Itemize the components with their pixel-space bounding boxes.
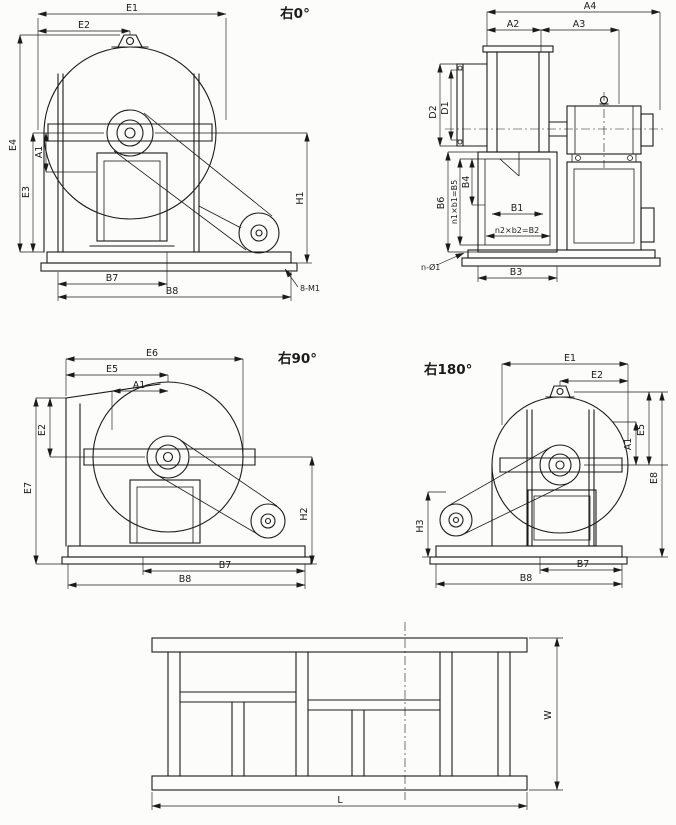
right90-hub xyxy=(146,435,190,479)
dim-side-b1: B1 xyxy=(511,203,524,214)
dim-right90-e6: E6 xyxy=(146,348,158,359)
dim-right180-e5: E5 xyxy=(636,424,647,436)
right90-scroll xyxy=(65,381,244,547)
dim-right180-h3: H3 xyxy=(415,519,426,532)
dim-right90-e5: E5 xyxy=(106,364,118,375)
right90-view-title: 右90° xyxy=(278,350,317,367)
dim-base-w: W xyxy=(543,710,554,720)
right0-view-title: 右0° xyxy=(280,5,310,22)
right0-hub xyxy=(106,109,154,157)
dim-side-a2: A2 xyxy=(507,19,520,30)
dim-right180-e8: E8 xyxy=(649,472,660,484)
dim-right180-b7: B7 xyxy=(577,559,590,570)
dim-side-a4: A4 xyxy=(584,1,597,12)
right90-motor xyxy=(129,479,201,544)
dim-right0-m1: 8-M1 xyxy=(300,284,320,293)
dim-right0-e3: E3 xyxy=(21,186,32,198)
dim-side-n1: n-Ø1 xyxy=(421,262,440,272)
dim-right90-b8: B8 xyxy=(179,574,192,585)
view-side: A4 A2 A3 D2 D1 B6 n1×b1=B5 B4 B1 n2×b2=B… xyxy=(421,1,664,282)
view-right0: 右0° E1 E2 E4 E3 A1 H1 B7 B8 8-M1 xyxy=(8,3,320,301)
right0-base-plate xyxy=(40,251,298,272)
dim-right0-b8: B8 xyxy=(166,286,179,297)
right90-base-plate xyxy=(61,545,312,565)
side-motor xyxy=(566,95,654,163)
view-right90: 右90° E6 E5 A1 E2 E7 H2 B7 B8 xyxy=(23,348,317,589)
right0-motor xyxy=(89,152,175,247)
view-right180: 右180° E1 E2 A1 E5 E8 H3 B7 B8 xyxy=(415,353,668,588)
right180-frame xyxy=(499,409,623,547)
dim-right0-h1: H1 xyxy=(295,191,306,204)
right180-belt-drive xyxy=(439,446,570,537)
dim-right0-e4: E4 xyxy=(8,139,19,151)
base-dimensions: W L xyxy=(151,637,563,810)
side-housing xyxy=(482,45,554,153)
dim-right0-a1: A1 xyxy=(34,146,45,159)
dim-right90-b7: B7 xyxy=(219,560,232,571)
right180-base-plate xyxy=(429,545,628,565)
dim-side-b5: n1×b1=B5 xyxy=(450,180,459,224)
right180-scroll xyxy=(491,385,629,547)
dim-side-a3: A3 xyxy=(573,19,586,30)
dim-right0-e2: E2 xyxy=(78,20,90,31)
dim-right90-e2: E2 xyxy=(37,424,48,436)
right90-dimensions: 右90° E6 E5 A1 E2 E7 H2 B7 B8 xyxy=(23,348,317,589)
right0-frame xyxy=(47,73,242,253)
side-base-plate xyxy=(461,249,661,267)
right180-view-title: 右180° xyxy=(424,361,472,378)
side-dimensions: A4 A2 A3 D2 D1 B6 n1×b1=B5 B4 B1 n2×b2=B… xyxy=(421,1,661,282)
right0-belt-drive xyxy=(113,112,280,254)
dim-right0-b7: B7 xyxy=(106,273,119,284)
dim-right90-e7: E7 xyxy=(23,482,34,494)
dim-right90-h2: H2 xyxy=(299,507,310,520)
dim-right90-a1: A1 xyxy=(133,380,146,391)
dim-base-l: L xyxy=(337,795,343,806)
dim-side-d1: D1 xyxy=(440,101,451,114)
side-inlet-box xyxy=(477,151,558,253)
dim-right180-a1: A1 xyxy=(623,438,634,451)
dim-right180-e2: E2 xyxy=(591,370,603,381)
dim-side-d2: D2 xyxy=(428,105,439,118)
view-base-frame: W L xyxy=(151,622,563,810)
right90-belt-drive xyxy=(156,438,286,539)
side-inlet xyxy=(456,63,488,147)
dim-right180-e1: E1 xyxy=(564,353,576,364)
dim-side-b6: B6 xyxy=(436,197,447,210)
dim-side-b4: B4 xyxy=(461,176,472,189)
dim-right0-e1: E1 xyxy=(126,3,138,14)
side-motor-support xyxy=(566,161,655,251)
base-frame-structure xyxy=(151,637,528,791)
right0-dimensions: 右0° E1 E2 E4 E3 A1 H1 B7 B8 8-M1 xyxy=(8,3,320,301)
right180-hub xyxy=(539,444,581,486)
side-shaft xyxy=(548,121,568,137)
right0-scroll xyxy=(43,34,217,253)
dim-side-b3: B3 xyxy=(510,267,523,278)
dim-side-b2: n2×b2=B2 xyxy=(495,226,539,235)
dim-right180-b8: B8 xyxy=(520,573,533,584)
right180-dimensions: 右180° E1 E2 A1 E5 E8 H3 B7 B8 xyxy=(415,353,668,588)
